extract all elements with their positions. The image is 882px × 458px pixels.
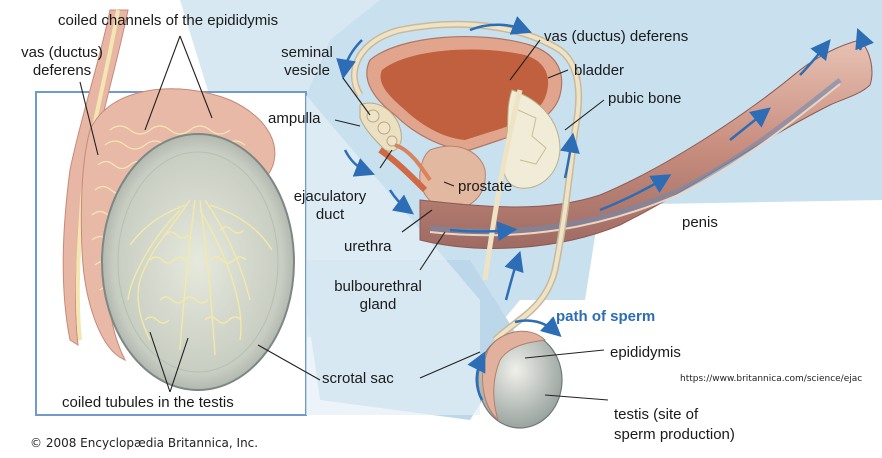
label-epididymis: epididymis	[610, 344, 681, 361]
label-urethra: urethra	[344, 238, 392, 255]
label-vas-left-2: deferens	[32, 62, 92, 79]
label-ejaculatory-1: ejaculatory	[293, 188, 367, 205]
label-coiled-tubules: coiled tubules in the testis	[62, 394, 234, 411]
label-testis-1: testis (site of	[614, 406, 699, 423]
label-bulbourethral-1: bulbourethral	[334, 278, 422, 295]
copyright-notice: © 2008 Encyclopædia Britannica, Inc.	[30, 436, 259, 450]
label-testis-2: sperm production)	[614, 426, 735, 443]
label-seminal-vesicle-2: vesicle	[284, 62, 330, 79]
sperm-path-arrows	[336, 16, 874, 401]
source-url: https://www.britannica.com/science/ejac	[680, 374, 863, 384]
label-penis: penis	[682, 214, 718, 231]
label-bulbourethral-2: gland	[359, 296, 397, 313]
label-pubic-bone: pubic bone	[608, 90, 682, 107]
epididymis	[482, 330, 547, 422]
label-bladder: bladder	[574, 62, 625, 79]
bladder-interior	[380, 49, 549, 140]
label-vas-right: vas (ductus) deferens	[544, 28, 689, 45]
label-coiled-channels: coiled channels of the epididymis	[58, 12, 279, 29]
label-vas-left-1: vas (ductus)	[21, 44, 103, 61]
label-prostate: prostate	[458, 178, 513, 195]
label-ampulla: ampulla	[268, 110, 321, 127]
label-seminal-vesicle-1: seminal	[281, 44, 333, 61]
inset-projection	[306, 95, 480, 415]
label-scrotal-sac: scrotal sac	[322, 370, 394, 387]
label-ejaculatory-2: duct	[315, 206, 345, 223]
label-path-of-sperm: path of sperm	[556, 308, 656, 325]
inset-tubules	[127, 199, 273, 356]
inset-testis	[101, 133, 295, 391]
